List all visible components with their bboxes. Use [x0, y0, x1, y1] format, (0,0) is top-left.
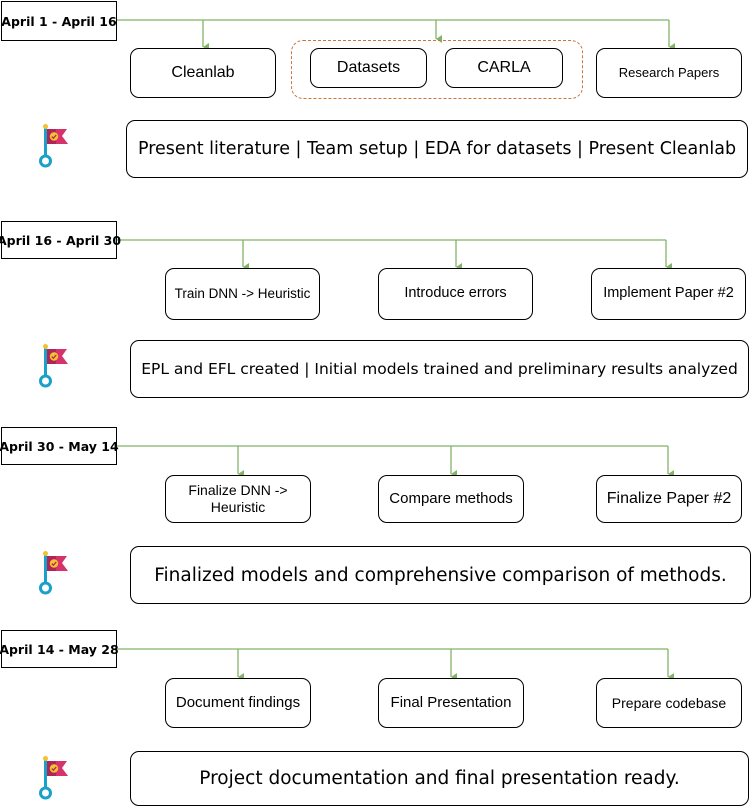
phase-2-date: April 16 - April 30: [0, 221, 121, 259]
milestone-flag-icon: [39, 344, 68, 388]
task-finalize-dnn: Finalize DNN -> Heuristic: [165, 475, 311, 523]
milestone-flag-icon: [39, 756, 68, 800]
milestone-flag-icon: [39, 551, 68, 595]
task-train-dnn: Train DNN -> Heuristic: [165, 268, 320, 320]
task-research-papers: Research Papers: [596, 48, 742, 98]
task-document-findings: Document findings: [165, 678, 311, 728]
phase-4-summary: Project documentation and final presenta…: [130, 751, 749, 806]
task-compare-methods: Compare methods: [378, 475, 524, 523]
task-datasets: Datasets: [310, 48, 427, 88]
datasets-group: [291, 40, 583, 99]
phase-3-summary: Finalized models and comprehensive compa…: [130, 546, 751, 604]
phase-3-date: April 30 - May 14: [0, 427, 119, 465]
phase-1-summary: Present literature | Team setup | EDA fo…: [126, 120, 748, 178]
phase-2-summary: EPL and EFL created | Initial models tra…: [130, 340, 749, 398]
task-introduce-errors: Introduce errors: [378, 268, 533, 320]
task-carla: CARLA: [445, 48, 563, 88]
milestone-flag-icon: [39, 124, 68, 168]
task-implement-paper: Implement Paper #2: [591, 268, 746, 320]
task-cleanlab: Cleanlab: [130, 48, 276, 98]
task-prepare-codebase: Prepare codebase: [596, 678, 742, 728]
task-final-presentation: Final Presentation: [378, 678, 524, 728]
phase-4-date: April 14 - May 28: [0, 630, 119, 668]
task-finalize-paper: Finalize Paper #2: [596, 475, 742, 523]
phase-1-date: April 1 - April 16: [1, 1, 117, 41]
